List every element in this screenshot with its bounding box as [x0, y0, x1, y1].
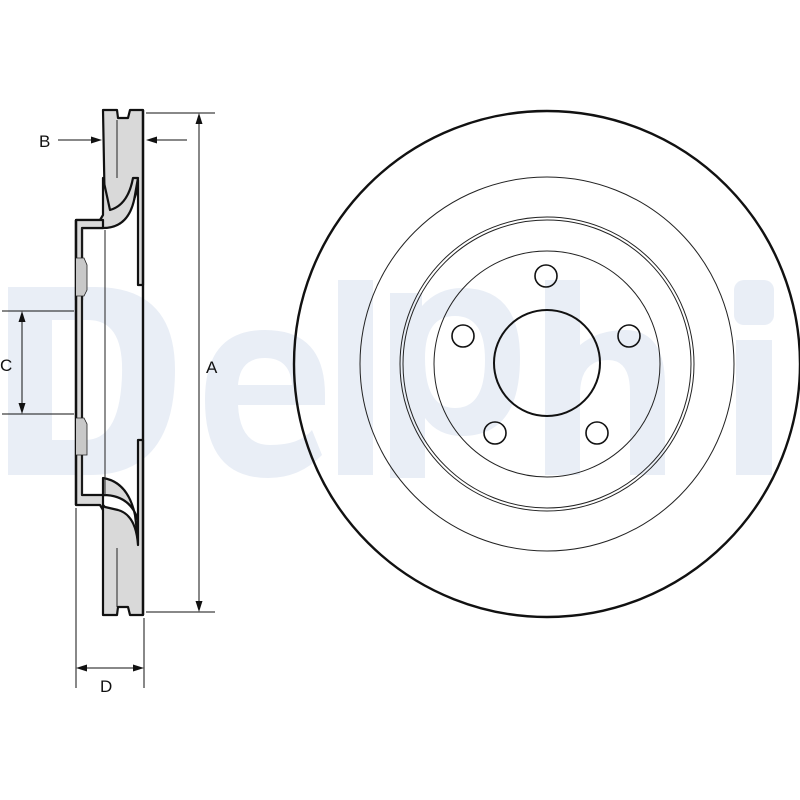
bolt-hole	[534, 264, 558, 288]
dimension-d-label: D	[100, 677, 112, 696]
side-section-view	[74, 108, 145, 617]
centre-bore	[493, 309, 601, 417]
dimension-c: C	[0, 310, 74, 415]
bolt-hole	[585, 421, 609, 445]
hat-outer-edge	[399, 216, 695, 512]
front-view	[292, 109, 800, 619]
hat-outer-edge-2	[402, 219, 692, 509]
bolt-hole	[483, 421, 507, 445]
dimension-a-label: A	[206, 358, 218, 377]
dimension-a: A	[146, 112, 218, 613]
mounting-face-edge	[433, 250, 661, 478]
outer-rim	[292, 109, 800, 619]
bolt-hole	[451, 324, 475, 348]
bolt-hole	[617, 324, 641, 348]
dimension-b: B	[39, 132, 187, 151]
friction-ring-inner-edge	[359, 176, 735, 552]
dimension-b-label: B	[39, 132, 50, 151]
lower-friction-ring	[101, 438, 145, 617]
dimension-c-label: C	[0, 356, 12, 375]
dimension-d: D	[75, 508, 145, 696]
